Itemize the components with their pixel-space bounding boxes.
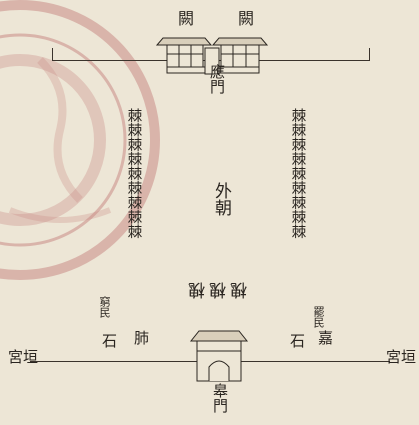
jia-shi-stone: 石 (290, 332, 306, 350)
gao-men-label: 皋門 (211, 383, 229, 413)
palace-wall-left-tick (52, 48, 53, 61)
right-small-label: 罷民 (312, 306, 325, 328)
que-left-label: 闕 (178, 9, 195, 28)
pagoda-trees-row: 槐槐槐 (184, 279, 247, 299)
palace-wall-right-tick (369, 48, 370, 61)
que-right-label: 闕 (238, 9, 255, 28)
jia-shi-char: 嘉 (318, 329, 334, 347)
thorn-column-left: 棘棘棘棘棘棘棘棘棘 (125, 108, 142, 239)
left-small-label: 窮民 (98, 296, 111, 318)
fei-shi-stone: 石 (102, 332, 118, 350)
gao-men-gate (189, 330, 249, 382)
ying-men-gate (155, 37, 269, 75)
seal-stamp (0, 0, 160, 280)
ying-men-label: 應門 (208, 64, 226, 94)
wai-chao-label: 外朝 (211, 182, 231, 216)
gong-yuan-left-label: 宮垣 (8, 348, 39, 366)
palace-wall-bottom-right (240, 361, 390, 362)
thorn-column-right: 棘棘棘棘棘棘棘棘棘 (289, 108, 306, 239)
fei-shi-char: 肺 (134, 329, 150, 347)
gong-yuan-right-label: 宮垣 (386, 348, 417, 366)
palace-wall-bottom-left (30, 361, 200, 362)
